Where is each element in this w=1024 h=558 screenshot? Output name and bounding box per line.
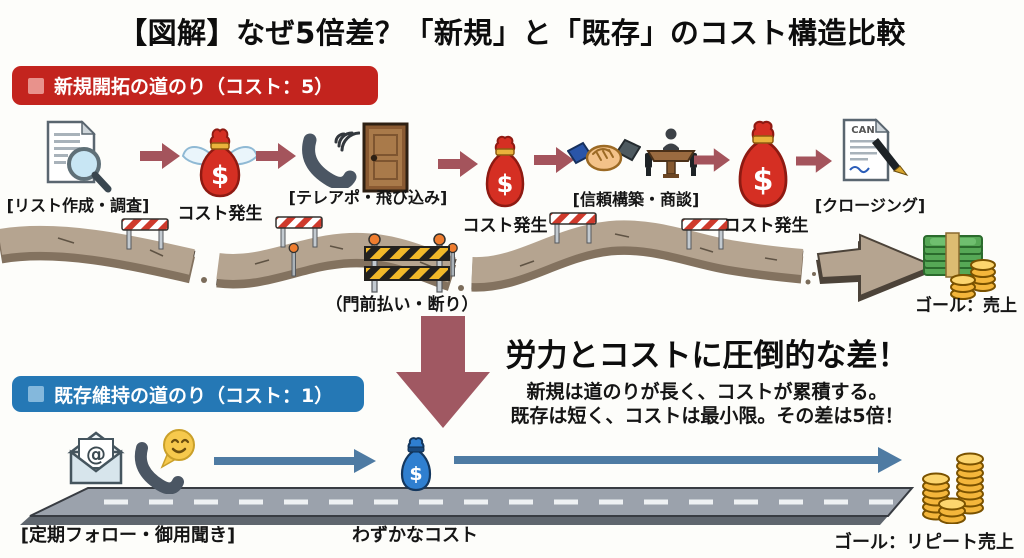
impact-line2: 既存は短く、コストは最小限。その差は5倍！: [510, 405, 904, 427]
existing-goal-label: ゴール：リピート売上: [834, 532, 1014, 553]
new-path-banner: 新規開拓の道のり（コスト：5）: [12, 66, 378, 105]
existing-path-banner-label: 既存維持の道のり（コスト：1）: [54, 384, 334, 407]
arrow-right-icon: [694, 148, 730, 172]
step-label: [リスト作成・調査]: [6, 196, 150, 215]
coins-goal-icon: [922, 452, 984, 524]
phone-smiley-icon: [134, 429, 195, 494]
existing-step-label: [定期フォロー・御用聞き]: [20, 525, 236, 546]
cost-label: コスト発生: [462, 216, 548, 236]
dollar-glyph: $: [497, 170, 514, 198]
contract-icon: CAN: [842, 118, 909, 182]
email-icon: @: [67, 431, 125, 485]
flow-arrow-icon: [454, 447, 902, 473]
banner-bullet-icon: [28, 77, 44, 94]
contract-stamp-text: CAN: [851, 125, 874, 136]
existing-cost-label: わずかなコスト: [352, 525, 478, 546]
step-label: [クロージング]: [814, 196, 926, 215]
document-magnifier-icon: [46, 120, 112, 193]
arrow-right-icon: [438, 151, 478, 177]
flow-arrow-icon: [214, 449, 376, 473]
banner-bullet-icon: [28, 386, 44, 402]
arrow-right-icon: [534, 147, 574, 173]
cost-label: コスト発生: [723, 216, 809, 236]
cost-label: コスト発生: [177, 204, 263, 224]
phone-icon: [302, 131, 360, 188]
arrow-right-icon: [796, 149, 832, 173]
big-moneybag-icon: $: [738, 120, 788, 208]
barricade-icon: [364, 233, 450, 293]
existing-path-banner: 既存維持の道のり（コスト：1）: [12, 376, 364, 412]
road-pole-icon: [288, 242, 458, 277]
goal-label: ゴール：売上: [915, 296, 1017, 316]
barrier-label: （門前払い・断り）: [325, 295, 479, 315]
dollar-glyph: $: [211, 161, 229, 191]
small-moneybag-icon: $: [400, 437, 432, 492]
winged-moneybag-icon: $: [181, 128, 259, 198]
impact-line1: 新規は道のりが長く、コストが累積する。: [526, 381, 888, 403]
dollar-glyph: $: [409, 463, 422, 485]
door-icon: [362, 122, 409, 193]
page-title: 【図解】なぜ5倍差？「新規」と「既存」のコスト構造比較: [118, 16, 906, 50]
handshake-icon: [567, 138, 641, 172]
smooth-road-graphic: [20, 487, 915, 525]
moneybag-icon: $: [485, 135, 525, 208]
arrow-right-icon: [140, 143, 180, 169]
new-path-banner-label: 新規開拓の道のり（コスト：5）: [54, 76, 334, 98]
down-arrow-icon: [396, 316, 490, 428]
road-arrow-icon: [816, 233, 937, 298]
arrow-right-icon: [256, 143, 296, 169]
step-label: [信頼構築・商談]: [572, 190, 700, 209]
at-glyph: @: [86, 442, 106, 466]
step-label: [テレアポ・飛び込み]: [288, 188, 448, 207]
meeting-table-icon: [645, 128, 697, 178]
cash-goal-icon: [923, 232, 996, 300]
dollar-glyph: $: [753, 163, 774, 198]
rubble: [201, 272, 816, 291]
impact-headline: 労力とコストに圧倒的な差！: [505, 338, 909, 374]
broken-road-graphic: [0, 212, 937, 302]
